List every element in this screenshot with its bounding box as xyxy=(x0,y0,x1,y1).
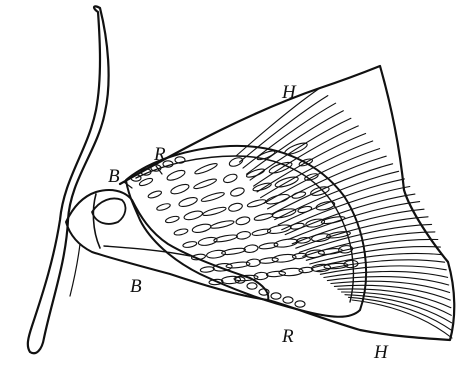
label-b-top: B xyxy=(108,166,120,187)
radial-rod xyxy=(222,173,238,185)
radial-rod xyxy=(228,156,244,168)
basal-block xyxy=(66,190,268,300)
radial-rod xyxy=(290,222,305,230)
label-b-bottom: B xyxy=(130,276,142,297)
fin-ray xyxy=(247,111,344,175)
curved-shaft xyxy=(28,6,109,353)
radial-rod xyxy=(178,196,198,209)
radial-rod xyxy=(315,200,335,211)
radial-rod xyxy=(252,182,272,193)
radial-rod xyxy=(213,234,238,244)
fin-ray xyxy=(303,232,435,257)
radial-rod xyxy=(192,223,212,234)
radial-rod xyxy=(170,182,190,195)
radial-rod xyxy=(246,167,266,178)
label-h-bottom: H xyxy=(373,342,389,363)
fin-ray xyxy=(285,194,415,235)
radial-rod xyxy=(174,228,189,236)
radial-rod xyxy=(228,202,243,213)
radial-rod xyxy=(236,230,251,240)
label-h-top: H xyxy=(281,82,297,103)
radial-rod xyxy=(254,212,274,221)
fin-ray xyxy=(296,217,428,248)
radial-rod xyxy=(296,237,311,244)
radial-rod xyxy=(165,215,180,224)
radial-rod xyxy=(182,241,197,249)
rim-bead xyxy=(271,293,281,299)
radial-rod xyxy=(147,190,162,200)
radial-rod xyxy=(201,191,225,203)
radial-zone xyxy=(126,141,366,317)
radial-rod xyxy=(247,198,267,208)
radial-rod xyxy=(156,202,171,211)
label-r-bottom: R xyxy=(281,326,294,347)
radial-rod xyxy=(210,219,235,229)
radial-rod xyxy=(202,206,227,217)
radial-rod xyxy=(259,257,278,264)
fin-ray xyxy=(299,224,431,252)
radial-rod xyxy=(183,209,203,221)
radial-rod xyxy=(230,186,246,197)
fin-web xyxy=(120,66,454,340)
radial-rod xyxy=(244,244,259,253)
radial-rod xyxy=(193,177,217,190)
radial-rod xyxy=(194,162,218,176)
label-r-top: R xyxy=(153,144,166,165)
radial-rod xyxy=(268,160,293,175)
radial-rod xyxy=(266,271,285,278)
rim-bead xyxy=(283,297,293,303)
fin-ray xyxy=(317,260,445,271)
radial-rod xyxy=(299,267,313,273)
radial-rod xyxy=(166,168,186,182)
fin-ray xyxy=(327,277,448,285)
radial-rod xyxy=(321,215,346,225)
rim-bead xyxy=(295,301,305,307)
radial-rod xyxy=(297,205,312,213)
radial-rod xyxy=(200,266,214,273)
fin-ray xyxy=(320,266,446,274)
radial-rod xyxy=(235,216,250,226)
rim-bead xyxy=(247,283,257,289)
